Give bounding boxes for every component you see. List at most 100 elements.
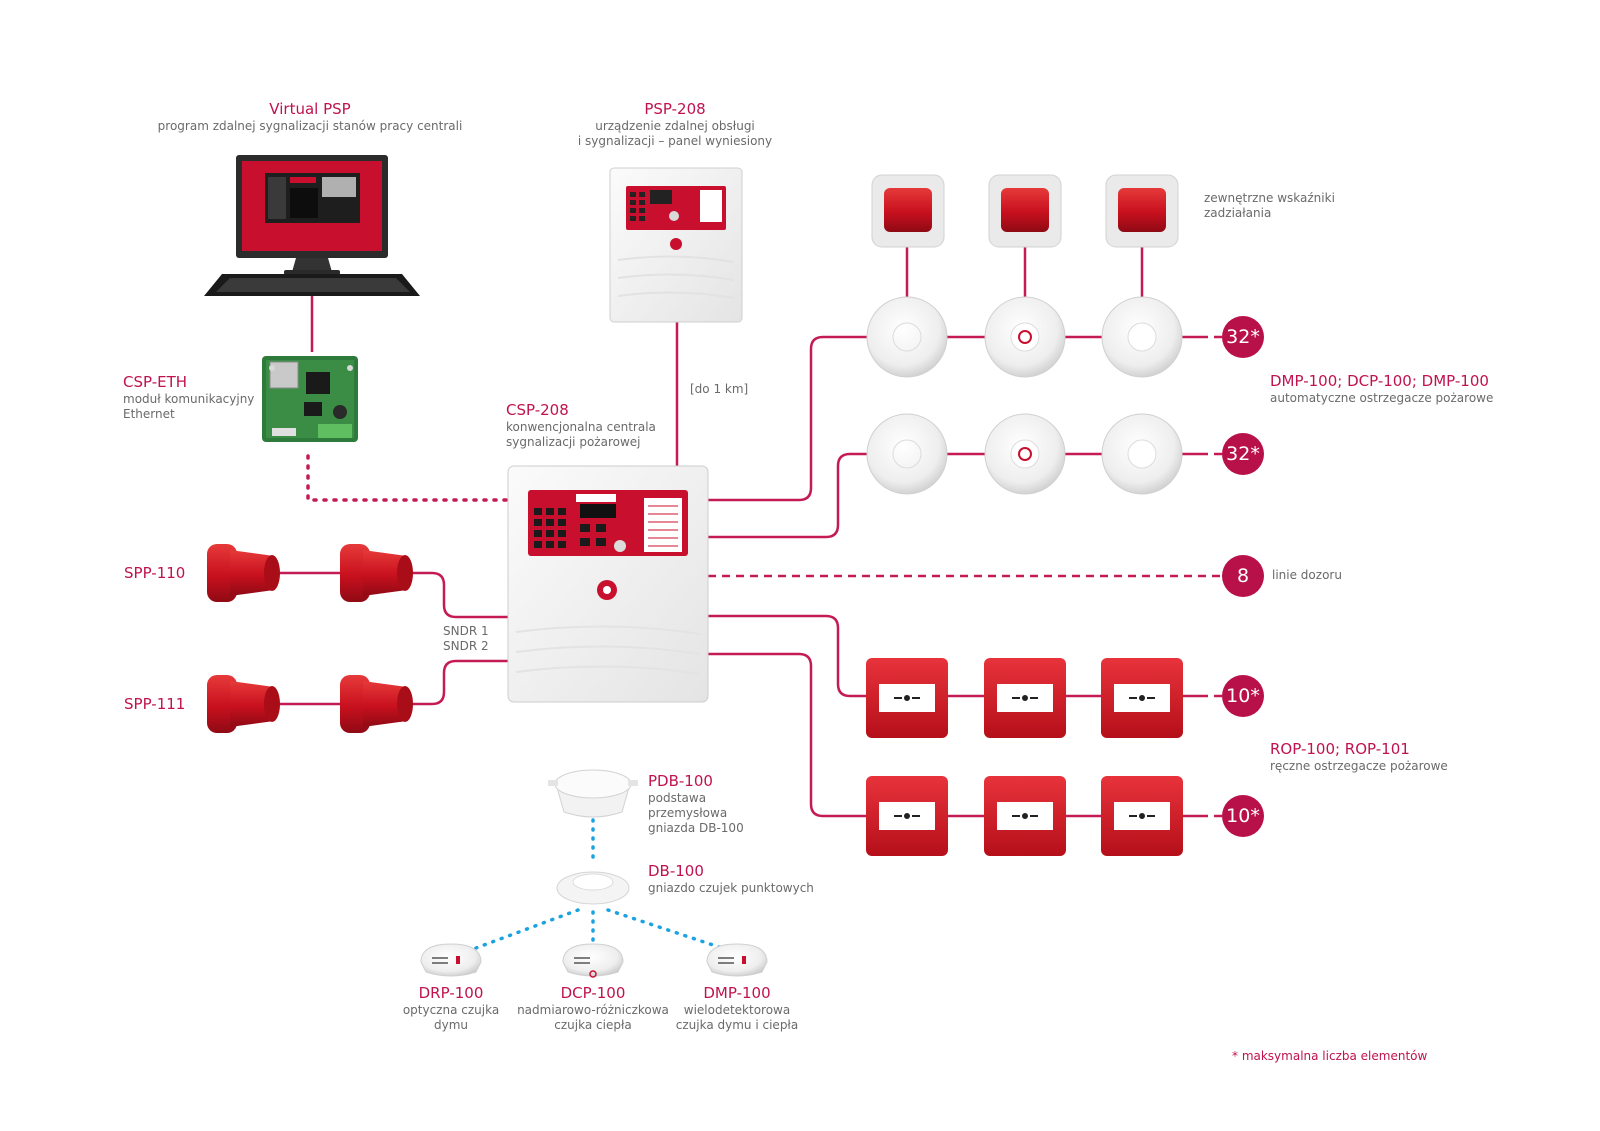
csp-eth-title: CSP-ETH (123, 373, 188, 391)
dmp100-label: DMP-100 wielodetektorowa czujka dymu i c… (662, 984, 812, 1033)
sndr-label: SNDR 1 SNDR 2 (443, 624, 489, 654)
ethernet-module-icon (262, 356, 358, 442)
smoke-detector-icon (984, 296, 1066, 378)
siren-icon (207, 544, 280, 602)
smoke-detector-icon (706, 943, 768, 977)
line-siren-spp110 (262, 571, 508, 619)
dmp100-title: DMP-100 (703, 984, 771, 1002)
pdb100-desc-2: przemysłowa (648, 806, 728, 820)
line-detector-loop-1 (708, 335, 1200, 502)
siren-icon (340, 544, 413, 602)
smoke-detector-icon (984, 413, 1066, 495)
line-callpoint-loop-2 (708, 652, 1200, 818)
smoke-detector-icon (866, 413, 948, 495)
indicators-desc-1: zewnętrzne wskaźniki (1204, 191, 1335, 205)
spp110-title: SPP-110 (124, 564, 186, 582)
line-callpoint-loop-1 (708, 614, 1200, 698)
line-siren-spp111 (262, 659, 508, 706)
indicator-lamp-icon (1105, 174, 1179, 248)
spp111-label: SPP-111 (124, 695, 185, 714)
pdb100-desc-3: gniazda DB-100 (648, 821, 744, 835)
smoke-detector-icon (1101, 413, 1183, 495)
line-db-to-dmp (606, 908, 724, 950)
footnote: * maksymalna liczba elementów (1232, 1049, 1428, 1063)
sndr2-label: SNDR 2 (443, 639, 489, 653)
indicators-label: zewnętrzne wskaźniki zadziałania (1204, 191, 1364, 221)
dcp100-desc-1: nadmiarowo-różniczkowa (517, 1003, 669, 1017)
drp100-desc-2: dymu (433, 1018, 468, 1032)
csp208-desc-1: konwencjonalna centrala (506, 420, 656, 434)
call-point-icon (1101, 776, 1183, 856)
call-point-icon (866, 658, 948, 738)
psp208-desc-2: i sygnalizacji – panel wyniesiony (577, 134, 773, 148)
csp-eth-desc-2: Ethernet (123, 407, 175, 421)
socket-dotted-lines (474, 818, 724, 950)
detectors-label: DMP-100; DCP-100; DMP-100 automatyczne o… (1270, 372, 1570, 406)
indicator-lamp-icon (988, 174, 1062, 248)
pdb100-title: PDB-100 (648, 772, 713, 790)
control-panel-icon (507, 465, 709, 703)
csp-eth-desc-1: moduł komunikacyjny (123, 392, 255, 406)
line-db-to-drp (474, 908, 580, 950)
indicators-desc-2: zadziałania (1204, 206, 1272, 220)
smoke-detector-icon (866, 296, 948, 378)
detectors-desc: automatyczne ostrzegacze pożarowe (1270, 391, 1494, 405)
drp100-label: DRP-100 optyczna czujka dymu (386, 984, 516, 1033)
dmp100-desc-2: czujka dymu i ciepła (675, 1018, 799, 1032)
callpoint-count-badge-2: 10* (1222, 795, 1264, 837)
indicator-lamp-icon (871, 174, 945, 248)
call-point-icon (866, 776, 948, 856)
line-detector-loop-2 (708, 452, 1200, 539)
db100-title: DB-100 (648, 862, 704, 880)
call-point-icon (984, 776, 1066, 856)
remote-panel-icon (609, 167, 743, 323)
dcp100-label: DCP-100 nadmiarowo-różniczkowa czujka ci… (508, 984, 678, 1033)
dcp100-desc-2: czujka ciepła (554, 1018, 632, 1032)
monitor-icon (236, 155, 388, 275)
psp208-desc-1: urządzenie zdalnej obsługi (595, 119, 755, 133)
detector-count-badge-2: 32* (1222, 433, 1264, 475)
db100-label: DB-100 gniazdo czujek punktowych (648, 862, 848, 896)
socket-icon (556, 871, 630, 905)
distance-label: [do 1 km] (690, 382, 749, 396)
pdb100-label: PDB-100 podstawa przemysłowa gniazda DB-… (648, 772, 788, 836)
drp100-title: DRP-100 (418, 984, 484, 1002)
virtual-psp-title: Virtual PSP (269, 100, 351, 118)
call-point-icon (1101, 658, 1183, 738)
socket-base-icon (548, 769, 638, 818)
smoke-detector-icon (1101, 296, 1183, 378)
siren-icon (340, 675, 413, 733)
csp208-title: CSP-208 (506, 401, 569, 419)
csp-eth-label: CSP-ETH moduł komunikacyjny Ethernet (123, 373, 263, 422)
call-points-title: ROP-100; ROP-101 (1270, 740, 1410, 758)
dmp100-desc-1: wielodetektorowa (683, 1003, 791, 1017)
smoke-detector-icon (420, 943, 482, 977)
virtual-psp-desc: program zdalnej sygnalizacji stanów prac… (157, 119, 463, 133)
detectors-title: DMP-100; DCP-100; DMP-100 (1270, 372, 1489, 390)
psp208-label: PSP-208 urządzenie zdalnej obsługi i syg… (560, 100, 790, 149)
db100-desc: gniazdo czujek punktowych (648, 881, 814, 895)
call-point-icon (984, 658, 1066, 738)
keyboard-icon (204, 274, 420, 296)
call-points-desc: ręczne ostrzegacze pożarowe (1270, 759, 1448, 773)
siren-icon (207, 675, 280, 733)
line-eth-to-panel (306, 454, 522, 502)
sndr1-label: SNDR 1 (443, 624, 489, 638)
drp100-desc-1: optyczna czujka (402, 1003, 500, 1017)
pdb100-desc-1: podstawa (648, 791, 707, 805)
spp110-label: SPP-110 (124, 564, 185, 583)
detector-count-badge-1: 32* (1222, 316, 1264, 358)
spp111-title: SPP-111 (124, 695, 186, 713)
csp208-desc-2: sygnalizacji pożarowej (506, 435, 641, 449)
call-points-label: ROP-100; ROP-101 ręczne ostrzegacze poża… (1270, 740, 1570, 774)
csp208-label: CSP-208 konwencjonalna centrala sygnaliz… (506, 401, 686, 450)
psp208-title: PSP-208 (644, 100, 706, 118)
dcp100-title: DCP-100 (560, 984, 626, 1002)
callpoint-count-badge-1: 10* (1222, 675, 1264, 717)
supervision-count-badge: 8 (1222, 555, 1264, 597)
virtual-psp-label: Virtual PSP program zdalnej sygnalizacji… (150, 100, 470, 134)
supervision-label: linie dozoru (1272, 568, 1342, 582)
connection-lines (262, 247, 1228, 818)
smoke-detector-icon (562, 943, 624, 978)
